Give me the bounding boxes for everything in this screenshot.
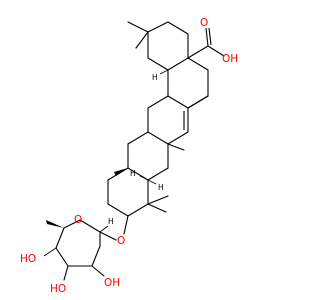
h-label-1: H [152,73,158,82]
methyl-c8 [167,143,185,151]
h-stereo-1: H [152,69,169,82]
hydroxyl-group-left: HO [20,247,57,265]
ring-c-extension [187,95,209,109]
gem-dimethyl-top [127,21,149,49]
ether-o-label: O [117,235,125,247]
h-label-2: H [130,169,136,178]
structure-canvas: O OH H H [20,17,238,295]
molecule-drawing: O OH H H [20,17,238,295]
h-stereo-4: H [99,217,114,233]
hydroxyl-bottom-label: HO [50,283,66,295]
methyl-c10 [114,168,128,176]
sugar-ring: O [55,214,101,267]
ring-o-label: O [74,214,82,226]
hydroxyl-group-bottom: HO [50,265,69,295]
hydroxyl-right-label: OH [104,277,120,289]
ether-linkage: O [99,215,129,247]
hydroxyl-group-right: OH [91,265,120,289]
h-label-3: H [158,183,164,192]
ring-c [147,95,189,145]
gem-dimethyl-bottom [147,195,169,213]
carboxylic-acid: O OH [187,17,238,65]
hydroxyl-left-label: HO [20,253,36,265]
ring-a [107,167,149,217]
h-stereo-3: H [147,179,164,192]
ring-d [167,57,209,109]
acid-hydroxyl-label: OH [222,53,238,65]
acid-carbonyl-o-label: O [200,17,208,29]
sugar-methyl [46,220,64,228]
h-label-4: H [108,217,114,226]
ring-e [147,21,189,71]
h-stereo-2: H [130,169,149,181]
